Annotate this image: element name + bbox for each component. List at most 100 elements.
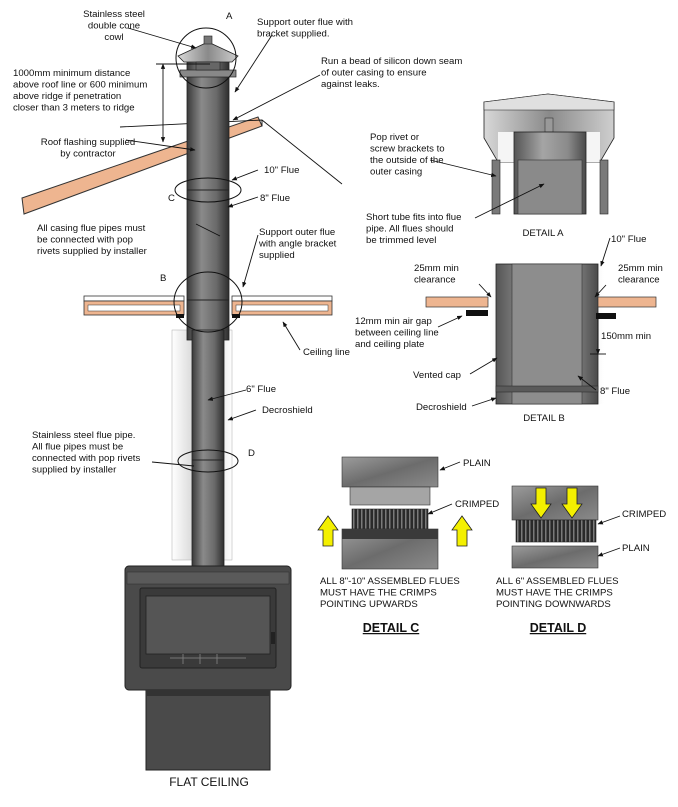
detail-b-flue10: 10" Flue bbox=[611, 234, 646, 245]
text-line: bracket supplied. bbox=[257, 29, 330, 40]
outer-casing-flue bbox=[186, 59, 230, 341]
text-line: Support outer flue with bbox=[257, 17, 353, 28]
detail-c: PLAIN CRIMPED ALL 8"-10" ASSEMBLED FLUES… bbox=[317, 456, 499, 635]
text-line: 12mm min air gap bbox=[355, 316, 432, 327]
detail-c-plain: PLAIN bbox=[463, 458, 491, 469]
text-line: MUST HAVE THE CRIMPS bbox=[320, 588, 437, 599]
detail-b-150mm: 150mm min bbox=[601, 331, 651, 342]
text-line: against leaks. bbox=[321, 79, 380, 90]
detail-a-title: DETAIL A bbox=[522, 228, 564, 239]
text-line: POINTING DOWNWARDS bbox=[496, 599, 611, 610]
main-diagram bbox=[21, 27, 343, 771]
text-line: outer casing bbox=[370, 167, 422, 178]
text-line: above ridge if penetration bbox=[13, 91, 121, 102]
text-line: be connected with pop bbox=[37, 235, 133, 246]
detail-d-circle bbox=[177, 449, 239, 473]
text-line: 1000mm minimum distance bbox=[13, 68, 130, 79]
marker-d: D bbox=[248, 448, 255, 459]
text-line: pipe. All flues should bbox=[366, 224, 453, 235]
marker-c: C bbox=[168, 193, 175, 204]
text-line: cowl bbox=[104, 32, 123, 43]
text-line: with angle bracket bbox=[258, 239, 337, 250]
text-line: ALL 8"-10" ASSEMBLED FLUES bbox=[320, 576, 460, 587]
detail-d-down-arrow-left bbox=[530, 487, 552, 519]
text-line: between ceiling line bbox=[355, 328, 439, 339]
text-line: Support outer flue bbox=[259, 227, 335, 238]
detail-b-title: DETAIL B bbox=[523, 413, 565, 424]
caption-flat-ceiling: FLAT CEILING bbox=[169, 775, 249, 789]
cowl bbox=[177, 35, 239, 78]
text-line: clearance bbox=[414, 275, 456, 286]
label-decroshield: Decroshield bbox=[262, 405, 313, 416]
text-line: Short tube fits into flue bbox=[366, 212, 461, 223]
label-flue10: 10" Flue bbox=[264, 165, 299, 176]
marker-b: B bbox=[160, 273, 166, 284]
text-line: of outer casing to ensure bbox=[321, 68, 427, 79]
label-flue6: 6" Flue bbox=[246, 384, 276, 395]
text-line: Run a bead of silicon down seam bbox=[321, 56, 462, 67]
text-line: rivets supplied by installer bbox=[37, 246, 148, 257]
text-line: supplied bbox=[259, 250, 295, 261]
text-line: All flue pipes must be bbox=[32, 442, 123, 453]
detail-b-vented-cap: Vented cap bbox=[413, 370, 461, 381]
ceiling bbox=[83, 295, 333, 318]
detail-d-crimped: CRIMPED bbox=[622, 509, 666, 520]
label-ceiling-line: Ceiling line bbox=[303, 347, 350, 358]
detail-c-up-arrow-left bbox=[317, 515, 339, 547]
detail-c-circle bbox=[174, 177, 242, 203]
detail-a-circle bbox=[175, 27, 237, 89]
text-line: supplied by installer bbox=[32, 465, 117, 476]
text-line: Roof flashing supplied bbox=[41, 137, 135, 148]
text-line: MUST HAVE THE CRIMPS bbox=[496, 588, 613, 599]
label-stainless-pipe: Stainless steel flue pipe.All flue pipes… bbox=[32, 430, 140, 476]
text-line: and ceiling plate bbox=[355, 339, 424, 350]
text-line: Stainless steel flue pipe. bbox=[32, 430, 135, 441]
text-line: clearance bbox=[618, 275, 660, 286]
text-line: Stainless steel bbox=[83, 9, 145, 20]
detail-d-plain: PLAIN bbox=[622, 543, 650, 554]
text-line: the outside of the bbox=[370, 155, 444, 166]
text-line: screw brackets to bbox=[370, 144, 445, 155]
text-line: 25mm min bbox=[618, 263, 663, 274]
text-line: POINTING UPWARDS bbox=[320, 599, 418, 610]
detail-c-crimped: CRIMPED bbox=[455, 499, 499, 510]
text-line: by contractor bbox=[60, 149, 116, 160]
label-flue8: 8" Flue bbox=[260, 193, 290, 204]
marker-a: A bbox=[226, 11, 233, 22]
text-line: connected with pop rivets bbox=[32, 453, 140, 464]
detail-c-title: DETAIL C bbox=[363, 621, 419, 635]
detail-d-down-arrow-right bbox=[561, 487, 583, 519]
text-line: above roof line or 600 minimum bbox=[13, 80, 147, 91]
text-line: closer than 3 meters to ridge bbox=[13, 103, 135, 114]
text-line: All casing flue pipes must bbox=[37, 223, 146, 234]
text-line: ALL 6" ASSEMBLED FLUES bbox=[496, 576, 619, 587]
detail-b-flue8: 8" Flue bbox=[600, 386, 630, 397]
detail-b-circle bbox=[173, 271, 243, 333]
detail-b-decroshield: Decroshield bbox=[416, 402, 467, 413]
text-line: 25mm min bbox=[414, 263, 459, 274]
detail-c-up-arrow-right bbox=[451, 515, 473, 547]
text-line: be trimmed level bbox=[366, 235, 436, 246]
text-line: double cone bbox=[88, 21, 140, 32]
detail-d-title: DETAIL D bbox=[530, 621, 586, 635]
text-line: Pop rivet or bbox=[370, 132, 420, 143]
